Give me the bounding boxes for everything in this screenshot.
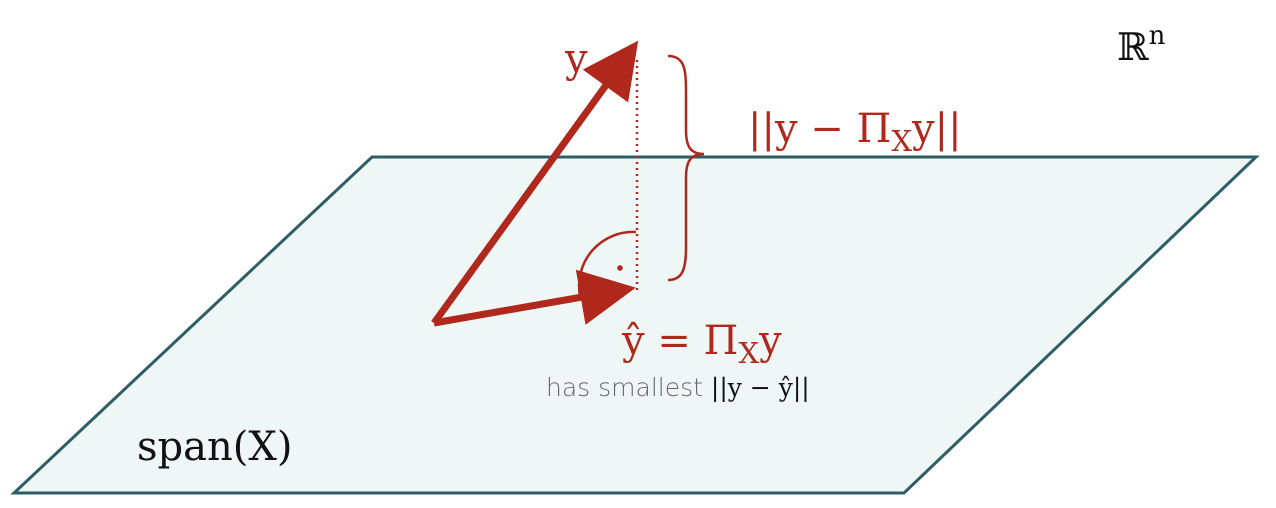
caption-smallest: has smallest ||y − ŷ|| bbox=[546, 373, 810, 403]
label-space: ℝn bbox=[1117, 21, 1166, 69]
vector-y-arrow bbox=[431, 40, 639, 326]
vector-yhat-arrow bbox=[433, 269, 636, 327]
right-angle-dot bbox=[617, 265, 623, 271]
label-y: y bbox=[564, 36, 588, 82]
label-projection: ŷ = ΠXy bbox=[621, 318, 782, 370]
label-residual-norm: ||y − ΠXy|| bbox=[748, 106, 962, 158]
subspace-plane bbox=[10, 155, 1260, 495]
label-subspace: span(X) bbox=[137, 424, 292, 470]
residual-brace bbox=[667, 54, 705, 282]
